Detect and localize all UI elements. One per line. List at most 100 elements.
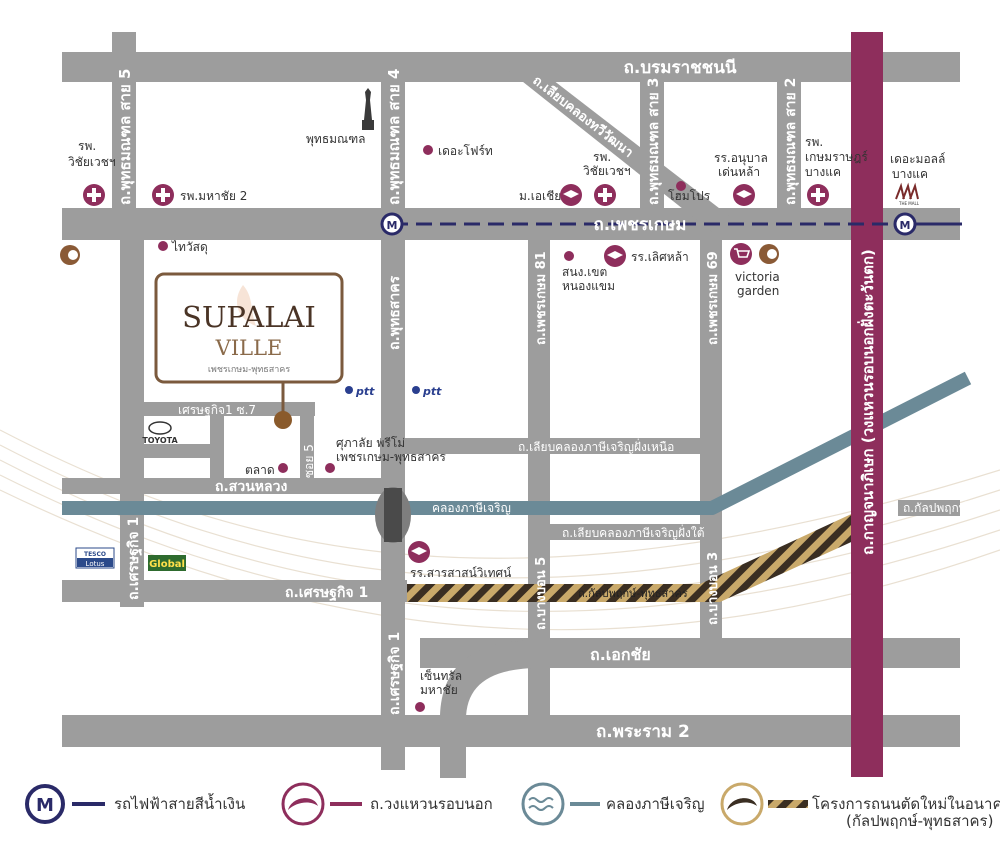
label-liab-khlong-north: ถ.เลียบคลองภาษีเจริญฝั่งเหนือ xyxy=(518,438,674,454)
poi-central-1: เซ็นทรัล xyxy=(420,668,462,683)
road-phetkasem81 xyxy=(528,232,550,532)
poi-nong-khaem-1: สนง.เขต xyxy=(562,265,607,279)
shopping-cart-icon xyxy=(730,243,752,265)
label-setthakit1-lower: ถ.เศรษฐกิจ 1 xyxy=(387,632,404,715)
road-phetkasem69 xyxy=(700,232,722,542)
global-house-logo-icon: Global xyxy=(148,555,186,571)
road-curve-ekkachai xyxy=(440,640,540,778)
project-marker[interactable]: SUPALAI VILLE เพชรเกษม-พุทธสาคร xyxy=(154,272,344,429)
label-phutthasakhon: ถ.พุทธสาคร xyxy=(387,275,403,350)
poi-hosp-kasemrad-1: รพ. xyxy=(805,135,823,149)
poi-court-2: เพชรเกษม-พุทธสาคร xyxy=(336,450,446,465)
future-road xyxy=(407,510,860,602)
poi-school-lertla: รร.เลิศหล้า xyxy=(631,250,689,264)
label-bang-bon5: ถ.บางบอน 5 xyxy=(534,557,549,630)
road-setthakit1-vertical xyxy=(120,232,144,607)
svg-text:TESCO: TESCO xyxy=(84,551,106,558)
road-liab-khlong-south xyxy=(530,524,715,540)
poi-kindergarten-2: เด่นหล้า xyxy=(718,165,760,179)
road-phutthamonthon2 xyxy=(777,70,801,240)
legend-ring-road: ถ.วงแหวนรอบนอก xyxy=(281,782,493,826)
poi-dot-icon xyxy=(278,463,288,473)
road-network xyxy=(62,32,960,778)
poi-hosp-kasemrad-3: บางแค xyxy=(805,165,841,179)
poi-dot-icon xyxy=(415,702,425,712)
hospital-icon xyxy=(807,184,829,206)
svg-text:Lotus: Lotus xyxy=(86,560,105,568)
road-liab-khlong-thawi xyxy=(508,70,750,232)
road-boromratchachonnani xyxy=(62,52,960,82)
label-rama2: ถ.พระราม 2 xyxy=(596,722,690,742)
ptt-logo-icon: ptt xyxy=(412,385,442,398)
ring-road-kanchanaphisek xyxy=(851,32,883,777)
tesco-lotus-logo-icon: TESCO Lotus xyxy=(75,547,115,569)
poi-dot-icon xyxy=(423,145,433,155)
buddha-statue-icon xyxy=(362,88,374,130)
legend-ring-road-label: ถ.วงแหวนรอบนอก xyxy=(370,795,493,813)
legend-canal: คลองภาษีเจริญ xyxy=(521,782,705,826)
legend-canal-label: คลองภาษีเจริญ xyxy=(606,795,705,813)
label-kanlapaphruek-phutthasakhon: ถ.กัลปพฤกษ์-พุทธสาคร xyxy=(578,587,688,600)
graduation-cap-icon xyxy=(604,245,626,267)
legend: M รถไฟฟ้าสายสีน้ำเงิน ถ.วงแหวนรอบนอก คลอ… xyxy=(25,782,1000,831)
graduation-cap-icon xyxy=(408,541,430,563)
road-setthakit1-horizontal xyxy=(62,580,407,602)
poi-victoria-1: victoria xyxy=(735,270,780,284)
road-rama2 xyxy=(62,715,960,747)
location-pin-icon xyxy=(274,411,292,429)
road-icon xyxy=(727,798,757,810)
bts-icon: M xyxy=(900,219,911,232)
poi-thai-watsadu: ไทวัสดุ xyxy=(171,240,208,255)
svg-text:ptt: ptt xyxy=(422,385,442,398)
bts-icon: M xyxy=(36,795,54,816)
bts-station-bangkhae[interactable]: M xyxy=(893,212,917,236)
poi-the-mall-2: บางแค xyxy=(892,167,928,181)
label-kanchanaphisek: ถ.กาญจนาภิเษก (วงแหวนรอบนอกฝั่งตะวันตก) xyxy=(857,249,877,555)
poi-dot-icon xyxy=(325,463,335,473)
label-ekkachai: ถ.เอกชัย xyxy=(590,645,651,664)
label-liab-khlong-thawi: ถ.เลียบคลองทวีวัฒนา xyxy=(530,73,637,161)
label-phutthamonthon5: ถ.พุทธมณฑล สาย 5 xyxy=(116,69,135,205)
cafe-logo-icon xyxy=(60,245,80,265)
poi-dot-icon xyxy=(158,241,168,251)
graduation-cap-icon xyxy=(733,184,755,206)
hospital-icon xyxy=(594,184,616,206)
toyota-logo-icon: TOYOTA xyxy=(142,421,178,445)
project-name-line1: SUPALAI xyxy=(182,300,316,334)
poi-market: ตลาด xyxy=(245,463,275,477)
poi-hosp-vichaivej-left-2: วิชัยเวชฯ xyxy=(68,155,116,169)
label-phetkasem69: ถ.เพชรเกษม 69 xyxy=(706,251,721,345)
poi-nong-khaem-2: หนองแขม xyxy=(562,279,615,293)
poi-school-sarasas: รร.สารสาสน์วิเทศน์ xyxy=(410,566,512,580)
poi-dot-icon xyxy=(676,181,686,191)
label-soi5: ซอย 5 xyxy=(302,444,316,478)
label-boromratchachonnani: ถ.บรมราชชนนี xyxy=(624,57,737,78)
label-phetkasem: ถ.เพชรเกษม xyxy=(594,215,687,235)
poi-kindergarten-1: รร.อนุบาล xyxy=(714,151,768,166)
label-bang-bon3: ถ.บางบอน 3 xyxy=(706,552,721,625)
road-suan-luang xyxy=(62,478,402,494)
label-soi7: เศรษฐกิจ1 ซ.7 xyxy=(178,403,256,417)
leaf-logo-icon xyxy=(236,285,256,326)
poi-hosp-vichaivej-mid-1: รพ. xyxy=(593,150,611,164)
label-phutthamonthon4: ถ.พุทธมณฑล สาย 4 xyxy=(385,69,404,205)
poi-dot-icon xyxy=(564,251,574,261)
the-mall-logo-icon: THE MALL xyxy=(892,182,926,206)
poi-phutthamonthon: พุทธมณฑล xyxy=(306,132,366,147)
label-setthakit1-horizontal: ถ.เศรษฐกิจ 1 xyxy=(285,585,368,602)
cafe-logo-icon xyxy=(759,244,779,264)
label-phutthamonthon3: ถ.พุทธมณฑล สาย 3 xyxy=(646,78,662,205)
poi-the-mall-1: เดอะมอลล์ xyxy=(890,152,945,166)
road-phutthamonthon5 xyxy=(112,32,136,240)
poi-central-2: มหาชัย xyxy=(420,683,458,697)
svg-text:Global: Global xyxy=(149,559,185,570)
ptt-logo-icon: ptt xyxy=(345,385,375,398)
bts-icon: M xyxy=(387,219,398,232)
bts-station-phetkasem[interactable]: M xyxy=(380,212,404,236)
label-suan-luang: ถ.สวนหลวง xyxy=(215,479,287,495)
legend-bts-label: รถไฟฟ้าสายสีน้ำเงิน xyxy=(114,793,245,813)
poi-homepro: โฮมโปร xyxy=(668,189,711,203)
label-phetkasem81: ถ.เพชรเกษม 81 xyxy=(534,251,549,345)
poi-the-fort: เดอะโฟร์ท xyxy=(438,144,493,158)
